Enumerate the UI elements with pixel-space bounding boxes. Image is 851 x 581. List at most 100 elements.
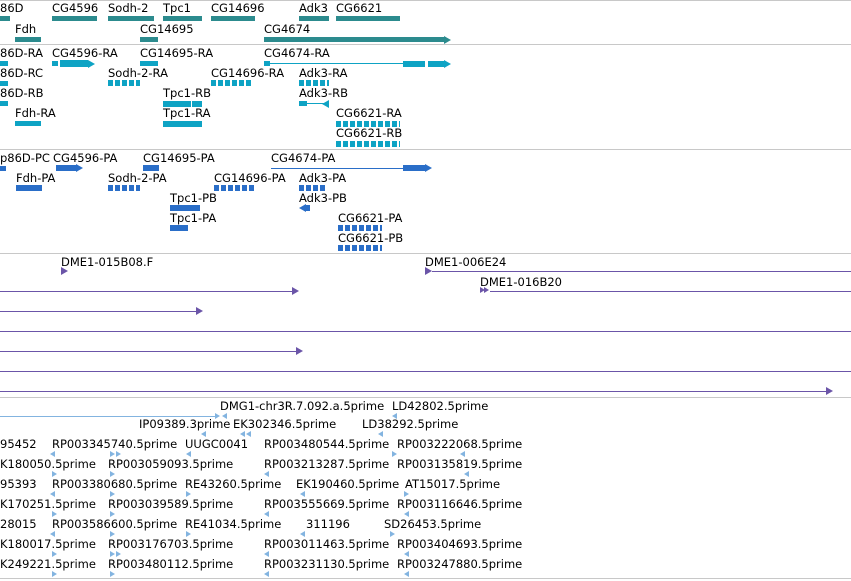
cds-feature[interactable]: [170, 205, 200, 211]
transcript-feature[interactable]: [264, 61, 270, 66]
gene-feature[interactable]: [0, 16, 10, 21]
est-label: RP003116646.5prime: [397, 497, 523, 511]
cds-feature[interactable]: [403, 165, 425, 171]
transcript-feature[interactable]: [299, 101, 307, 106]
clone-arrow-icon[interactable]: [61, 267, 68, 275]
transcript-feature[interactable]: [211, 80, 253, 86]
est-label: RP003135819.5prime: [397, 457, 523, 471]
gene-label: 86D: [0, 1, 24, 15]
clone-feature[interactable]: [0, 311, 196, 312]
transcript-feature[interactable]: [0, 101, 8, 106]
cds-feature[interactable]: [214, 185, 254, 191]
est-arrow-icon: [404, 571, 409, 577]
clone-label: DME1-006E24: [425, 255, 507, 269]
transcript-label: CG14696-RA: [211, 66, 285, 80]
transcript-feature[interactable]: [163, 121, 202, 127]
gene-label: CG6621: [336, 1, 383, 15]
clone-feature[interactable]: [0, 371, 851, 372]
est-arrow-icon: [215, 413, 220, 419]
cds-feature[interactable]: [16, 185, 42, 191]
gene-feature[interactable]: [211, 16, 255, 21]
est-label: RP003059093.5prime: [108, 457, 234, 471]
est-label: RP003231130.5prime: [264, 557, 390, 571]
est-label: RP003345740.5prime: [52, 437, 178, 451]
track-divider: [0, 397, 851, 398]
transcript-feature[interactable]: [60, 60, 88, 67]
transcript-feature[interactable]: [0, 81, 8, 86]
transcript-feature[interactable]: [163, 101, 191, 107]
transcript-feature[interactable]: [140, 61, 158, 66]
gene-feature[interactable]: [163, 16, 202, 21]
clone-feature[interactable]: [490, 291, 851, 292]
gene-feature[interactable]: [52, 16, 97, 21]
est-feature[interactable]: [0, 416, 215, 417]
est-label: RP003222068.5prime: [397, 437, 523, 451]
transcript-feature[interactable]: [0, 61, 8, 66]
transcript-feature[interactable]: [52, 61, 58, 66]
transcript-label: CG14695-RA: [140, 46, 214, 60]
protein-label: Sodh-2-PA: [108, 171, 167, 185]
cds-feature[interactable]: [0, 166, 6, 171]
est-label: LD38292.5prime: [362, 417, 459, 431]
est-arrow-icon: [464, 471, 469, 477]
cds-feature[interactable]: [143, 165, 159, 171]
cds-feature[interactable]: [304, 205, 310, 211]
est-label: K180017.5prime: [0, 537, 96, 551]
transcript-feature[interactable]: [299, 80, 329, 86]
transcript-feature[interactable]: [336, 141, 400, 147]
transcript-feature[interactable]: [15, 121, 41, 126]
gene-feature[interactable]: [108, 16, 154, 21]
est-label: 95393: [0, 477, 37, 491]
transcript-label: CG6621-RA: [336, 106, 402, 120]
est-arrow-icon: [110, 471, 115, 477]
est-label: RE41034.5prime: [185, 517, 282, 531]
est-arrow-icon: [186, 491, 191, 497]
est-label: IP09389.3prime: [139, 417, 231, 431]
est-label: RP003380680.5prime: [52, 477, 178, 491]
clone-feature[interactable]: [0, 331, 851, 332]
cds-feature[interactable]: [338, 245, 382, 251]
protein-label: Adk3-PB: [299, 191, 347, 205]
gene-feature[interactable]: [264, 37, 446, 42]
clone-feature[interactable]: [432, 271, 851, 272]
clone-feature[interactable]: [0, 391, 826, 392]
est-label: RP003176703.5prime: [108, 537, 234, 551]
transcript-feature[interactable]: [192, 101, 202, 107]
protein-label: CG14696-PA: [214, 171, 286, 185]
gene-feature[interactable]: [140, 37, 158, 42]
protein-label: Fdh-PA: [16, 171, 56, 185]
protein-label: CG14695-PA: [143, 151, 215, 165]
transcript-intron: [307, 103, 325, 104]
gene-feature[interactable]: [15, 37, 41, 42]
clone-feature[interactable]: [0, 291, 292, 292]
est-label: LD42802.5prime: [392, 399, 489, 413]
cds-feature[interactable]: [338, 225, 382, 231]
gene-feature[interactable]: [336, 16, 400, 21]
transcript-feature[interactable]: [403, 61, 425, 67]
protein-label: CG4674-PA: [271, 151, 336, 165]
est-arrow-icon: [110, 531, 115, 537]
est-label: RP003247880.5prime: [397, 557, 523, 571]
est-label: RP003039589.5prime: [108, 497, 234, 511]
clone-arrow-icon[interactable]: [425, 267, 432, 275]
est-arrow-icon: [116, 451, 121, 457]
cds-feature[interactable]: [56, 165, 76, 171]
est-arrow-icon: [300, 531, 305, 537]
cds-feature[interactable]: [108, 185, 140, 191]
clone-label: DME1-016B20: [480, 275, 562, 289]
transcript-feature[interactable]: [428, 61, 444, 67]
transcript-feature[interactable]: [108, 80, 140, 86]
est-arrow-icon: [264, 471, 269, 477]
transcript-label: 86D-RA: [0, 46, 44, 60]
gene-label: Fdh: [15, 22, 37, 36]
clone-feature[interactable]: [0, 351, 296, 352]
cds-feature[interactable]: [170, 225, 188, 231]
transcript-feature[interactable]: [336, 121, 400, 127]
clone-arrow-icon: [484, 287, 489, 293]
est-label: EK302346.5prime: [233, 417, 337, 431]
est-label: K180050.5prime: [0, 457, 96, 471]
gene-feature[interactable]: [299, 16, 329, 21]
est-label: UUGC0041: [185, 437, 249, 451]
est-arrow-icon: [404, 511, 409, 517]
cds-feature[interactable]: [299, 185, 327, 191]
